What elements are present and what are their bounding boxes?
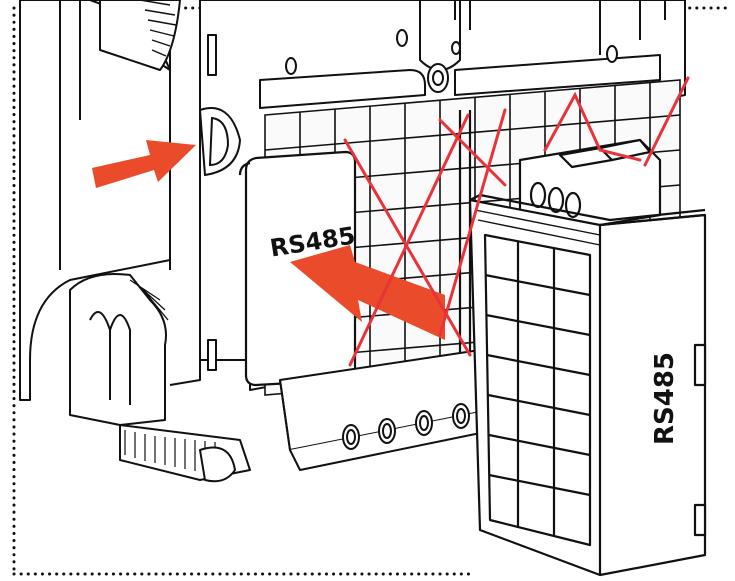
release-latch: [198, 107, 242, 177]
terminal-block: [279, 349, 496, 471]
insert-arrow: [92, 140, 196, 188]
plugin-module-label: RS485: [650, 352, 680, 445]
meter-left-side: [19, 0, 217, 401]
not-allowed-cross-right: [543, 76, 690, 167]
plugin-rs485-module: [468, 138, 707, 577]
din-rail-clip: [69, 273, 251, 483]
remove-arrow: [290, 245, 445, 340]
not-allowed-cross-left: [343, 108, 507, 367]
